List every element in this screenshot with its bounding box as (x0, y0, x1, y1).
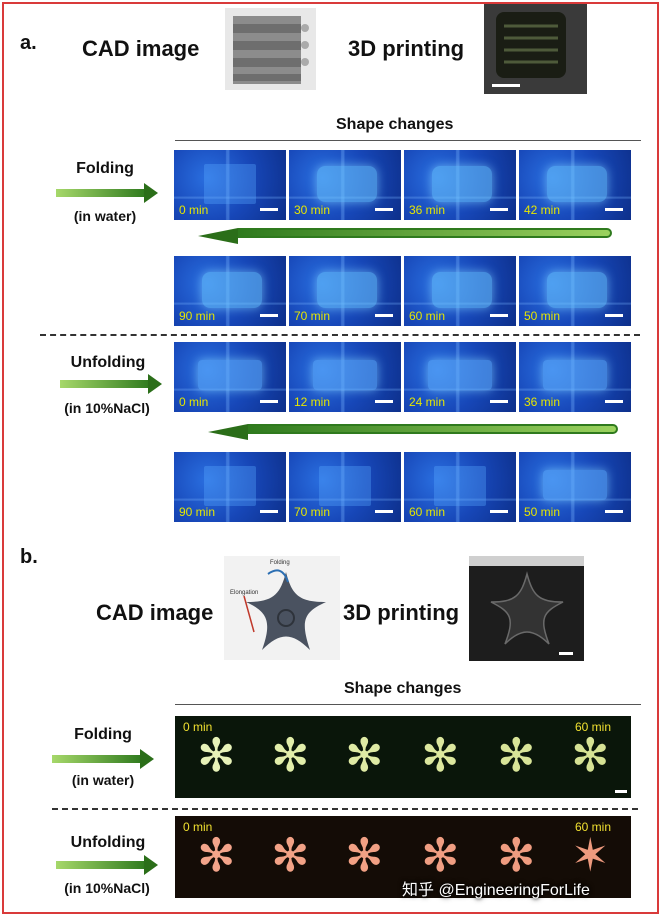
unfolding-return-arrow (208, 424, 618, 444)
divider-dashed (40, 334, 640, 336)
printed-star-photo (469, 556, 584, 661)
folding-sub-a: (in water) (73, 208, 137, 224)
time-label: 70 min (294, 309, 331, 323)
panel-a-letter: a. (20, 32, 37, 54)
cad-annotation-elongation: Elongation (230, 590, 259, 596)
star-icon: ✻ (345, 829, 384, 881)
panel-a-print-label: 3D printing (348, 36, 465, 61)
watermark: 知乎 @EngineeringForLife (402, 882, 590, 899)
time-label: 12 min (294, 395, 331, 409)
panel-b-shape-changes: Shape changes (344, 680, 462, 697)
fold-tile-1: 0 min (174, 150, 286, 220)
fold-tile-3: 36 min (404, 150, 516, 220)
fold-tile-2: 30 min (289, 150, 401, 220)
printed-grid-photo (484, 4, 587, 94)
time-label: 42 min (524, 203, 561, 217)
cad-annotation-folding: Folding (270, 560, 290, 566)
time-label: 0 min (179, 395, 209, 409)
unfold-tile-7: 60 min (404, 452, 516, 522)
unfold-tile-2: 12 min (289, 342, 401, 412)
unfolding-star-strip: 0 min 60 min ✻ ✻ ✻ ✻ ✻ ✶ (175, 816, 631, 898)
unfolding-label-a: Unfolding (70, 354, 146, 371)
scale-bar (615, 790, 627, 793)
folding-arrow-a (56, 183, 158, 203)
folding-label-a: Folding (76, 160, 134, 177)
figure-frame (2, 2, 659, 914)
fold-tile-6: 70 min (289, 256, 401, 326)
shape-changes-rule (175, 140, 641, 141)
end-time-label: 60 min (575, 720, 612, 734)
star-icon: ✻ (197, 729, 236, 781)
unfold-tile-6: 70 min (289, 452, 401, 522)
start-time-label: 0 min (183, 820, 213, 834)
unfold-tile-4: 36 min (519, 342, 631, 412)
star-icon: ✶ (571, 829, 610, 881)
unfolding-sub-a: (in 10%NaCl) (64, 400, 150, 416)
time-label: 24 min (409, 395, 446, 409)
panel-b-cad-label: CAD image (96, 600, 214, 625)
time-label: 60 min (409, 505, 446, 519)
time-label: 90 min (179, 309, 216, 323)
star-icon: ✻ (271, 829, 310, 881)
fold-tile-7: 60 min (404, 256, 516, 326)
star-icon: ✻ (197, 829, 236, 881)
end-time-label: 60 min (575, 820, 612, 834)
time-label: 90 min (179, 505, 216, 519)
star-icon: ✻ (421, 829, 460, 881)
time-label: 50 min (524, 309, 561, 323)
time-label: 36 min (524, 395, 561, 409)
folding-label-b: Folding (74, 726, 132, 743)
folding-return-arrow (198, 228, 612, 248)
folding-sub-b: (in water) (71, 772, 135, 788)
panel-b-letter: b. (20, 546, 38, 568)
unfold-tile-5: 90 min (174, 452, 286, 522)
fold-tile-5: 90 min (174, 256, 286, 326)
cad-image-grid (225, 8, 316, 90)
unfolding-label-b: Unfolding (70, 834, 146, 851)
unfolding-sub-b: (in 10%NaCl) (64, 880, 150, 896)
unfold-tile-8: 50 min (519, 452, 631, 522)
time-label: 36 min (409, 203, 446, 217)
unfold-tile-3: 24 min (404, 342, 516, 412)
star-icon: ✻ (421, 729, 460, 781)
time-label: 70 min (294, 505, 331, 519)
time-label: 30 min (294, 203, 331, 217)
fold-tile-4: 42 min (519, 150, 631, 220)
divider-dashed-b (52, 808, 638, 810)
cad-image-star: Folding Elongation (224, 556, 340, 660)
star-icon: ✻ (345, 729, 384, 781)
star-icon: ✻ (497, 829, 536, 881)
panel-b-print-label: 3D printing (343, 600, 460, 625)
panel-a-cad-label: CAD image (82, 36, 200, 61)
panel-a-shape-changes: Shape changes (336, 116, 454, 133)
star-icon: ✻ (271, 729, 310, 781)
shape-changes-rule-b (175, 704, 641, 705)
folding-arrow-b (52, 749, 154, 769)
unfold-tile-1: 0 min (174, 342, 286, 412)
unfolding-arrow-a (60, 374, 162, 394)
time-label: 0 min (179, 203, 209, 217)
fold-tile-8: 50 min (519, 256, 631, 326)
star-icon: ✻ (497, 729, 536, 781)
time-label: 50 min (524, 505, 561, 519)
unfolding-arrow-b (56, 855, 158, 875)
star-icon: ✻ (571, 729, 610, 781)
time-label: 60 min (409, 309, 446, 323)
start-time-label: 0 min (183, 720, 213, 734)
folding-star-strip: 0 min 60 min ✻ ✻ ✻ ✻ ✻ ✻ (175, 716, 631, 798)
